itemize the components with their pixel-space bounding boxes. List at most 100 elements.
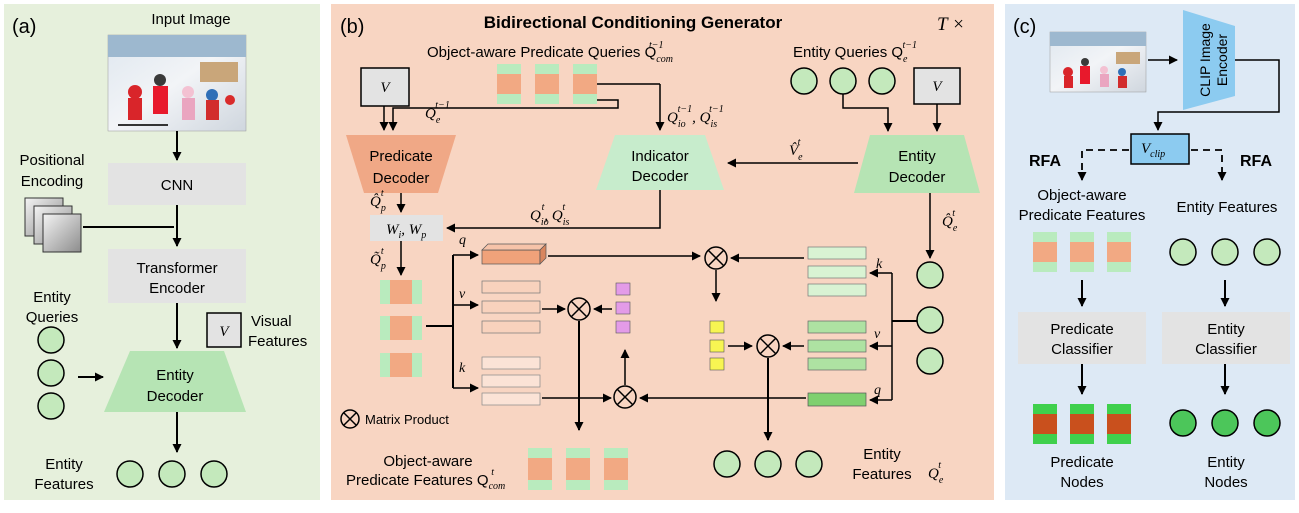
ve-hat-label: V̂et bbox=[789, 137, 803, 163]
matrix-product-legend-icon bbox=[340, 409, 360, 429]
obj-pred-query-tokens bbox=[497, 64, 597, 104]
transformer-encoder-box bbox=[108, 249, 246, 303]
k-label-left: k bbox=[459, 361, 466, 376]
predicate-classifier-box bbox=[1018, 312, 1146, 364]
matrix-product-circle bbox=[613, 385, 637, 409]
predicate-decoder-line1: Predicate bbox=[369, 148, 432, 165]
entity-feature-circle bbox=[158, 460, 186, 488]
entity-feature-circle bbox=[1169, 238, 1197, 266]
entity-node-circle bbox=[1211, 409, 1239, 437]
entity-feature-circle bbox=[795, 450, 823, 478]
predicate-decoder-line2: Decoder bbox=[373, 170, 430, 187]
qio-qis-t-label: Qiot, Qist bbox=[530, 202, 570, 228]
predicate-nodes-line2: Nodes bbox=[1060, 474, 1103, 491]
entity-nodes-line1: Entity bbox=[1207, 454, 1245, 471]
clip-image-encoder bbox=[1183, 10, 1235, 110]
matrix-product-circle bbox=[704, 246, 728, 270]
entity-decoder-b bbox=[854, 135, 980, 193]
wi-wp-box bbox=[370, 215, 443, 241]
obj-pred-queries-label: Object-aware Predicate Queries Qcomt−1 bbox=[427, 40, 673, 65]
entity-features-c-label: Entity Features bbox=[1177, 199, 1278, 216]
rfa-left-label: RFA bbox=[1029, 153, 1061, 170]
matrix-product-circle bbox=[756, 334, 780, 358]
qp-hat-label: Q̂pt bbox=[370, 188, 386, 214]
v-label-right: v bbox=[874, 327, 881, 342]
panel-b-tag: (b) bbox=[340, 16, 364, 38]
v-clip-box bbox=[1130, 133, 1190, 165]
visual-features-v-symbol: V bbox=[219, 324, 230, 340]
indicator-decoder bbox=[596, 135, 724, 190]
entity-features-b-line1: Entity bbox=[863, 446, 901, 463]
panel-c-tag: (c) bbox=[1013, 16, 1036, 38]
clip-encoder-line2: Encoder bbox=[1214, 34, 1230, 86]
visual-features-line2: Features bbox=[248, 333, 307, 350]
entity-query-circle bbox=[829, 67, 857, 95]
entity-query-circle bbox=[37, 359, 65, 387]
visual-features-v-box bbox=[206, 312, 242, 348]
predicate-v-bars bbox=[481, 280, 541, 334]
predicate-k-bars bbox=[481, 356, 541, 406]
q-label-right: q bbox=[874, 383, 881, 398]
entity-q-bars bbox=[807, 392, 867, 407]
panel-c: (c) CLIP Image Encoder Vclip RFA RFA Obj… bbox=[1005, 4, 1295, 500]
cnn-box bbox=[108, 163, 246, 205]
panel-a-tag: (a) bbox=[12, 16, 36, 38]
qe-hat-label: Q̂et bbox=[942, 208, 958, 234]
predicate-query-stack bbox=[380, 280, 422, 377]
qio-qis-prev-label: Qiot−1, Qist−1 bbox=[667, 104, 724, 130]
transformer-encoder-line2: Encoder bbox=[149, 280, 205, 297]
obj-pred-feature-tokens-c bbox=[1033, 232, 1131, 272]
entity-feature-circle bbox=[713, 450, 741, 478]
entity-query-circle bbox=[916, 347, 944, 375]
magenta-cube-stack bbox=[615, 282, 631, 334]
panel-a: (a) Input Image CNN Positional Encoding bbox=[4, 4, 320, 500]
qe-prev-label: Qet−1 bbox=[425, 100, 450, 126]
input-image-label: Input Image bbox=[151, 11, 230, 28]
entity-feature-circle bbox=[200, 460, 228, 488]
visual-features-v-box-b bbox=[360, 67, 410, 107]
entity-decoder-a-line2: Decoder bbox=[147, 388, 204, 405]
entity-query-circle bbox=[37, 392, 65, 420]
visual-features-v-symbol-b: V bbox=[380, 80, 391, 96]
panel-b-title: Bidirectional Conditioning Generator bbox=[484, 13, 783, 32]
v-clip-label: Vclip bbox=[1141, 141, 1165, 160]
rfa-right-label: RFA bbox=[1240, 153, 1272, 170]
visual-features-line1: Visual bbox=[251, 313, 292, 330]
visual-features-v-box-b2 bbox=[913, 67, 961, 105]
predicate-nodes-line1: Predicate bbox=[1050, 454, 1113, 471]
positional-encoding-line1: Positional bbox=[19, 152, 84, 169]
predicate-classifier-line2: Classifier bbox=[1051, 341, 1113, 358]
visual-features-v-symbol-b2: V bbox=[932, 79, 943, 95]
entity-feature-circle bbox=[1211, 238, 1239, 266]
predicate-classifier-line1: Predicate bbox=[1050, 321, 1113, 338]
entity-node-circle bbox=[1253, 409, 1281, 437]
clip-encoder-line1: CLIP Image bbox=[1197, 23, 1213, 97]
entity-decoder-b-line2: Decoder bbox=[889, 169, 946, 186]
entity-decoder-a-line1: Entity bbox=[156, 367, 194, 384]
input-image-a bbox=[107, 34, 247, 132]
repeat-t-times: T × bbox=[937, 14, 965, 35]
obj-pred-features-b-line2: Predicate Features Qcomt bbox=[346, 467, 505, 492]
entity-queries-b-label: Entity Queries Qet−1 bbox=[793, 40, 917, 65]
entity-queries-line2: Queries bbox=[26, 309, 79, 326]
entity-node-circle bbox=[1169, 409, 1197, 437]
entity-query-circle bbox=[916, 306, 944, 334]
yellow-cube-stack bbox=[709, 320, 725, 371]
entity-query-circle bbox=[37, 326, 65, 354]
positional-encoding-icon bbox=[24, 197, 82, 253]
entity-nodes-line2: Nodes bbox=[1204, 474, 1247, 491]
panel-b: (b) Bidirectional Conditioning Generator… bbox=[331, 4, 994, 500]
obj-pred-feature-tokens bbox=[528, 448, 628, 490]
entity-feature-circle bbox=[1253, 238, 1281, 266]
cnn-label: CNN bbox=[161, 177, 194, 194]
entity-classifier-box bbox=[1162, 312, 1290, 364]
entity-query-circle bbox=[790, 67, 818, 95]
entity-k-bars bbox=[807, 246, 867, 297]
v-label-left: v bbox=[459, 287, 466, 302]
input-image-c bbox=[1049, 31, 1147, 93]
entity-decoder-a bbox=[104, 351, 246, 412]
predicate-decoder bbox=[346, 135, 456, 193]
entity-classifier-line2: Classifier bbox=[1195, 341, 1257, 358]
entity-features-b-line2: Features bbox=[852, 466, 911, 483]
